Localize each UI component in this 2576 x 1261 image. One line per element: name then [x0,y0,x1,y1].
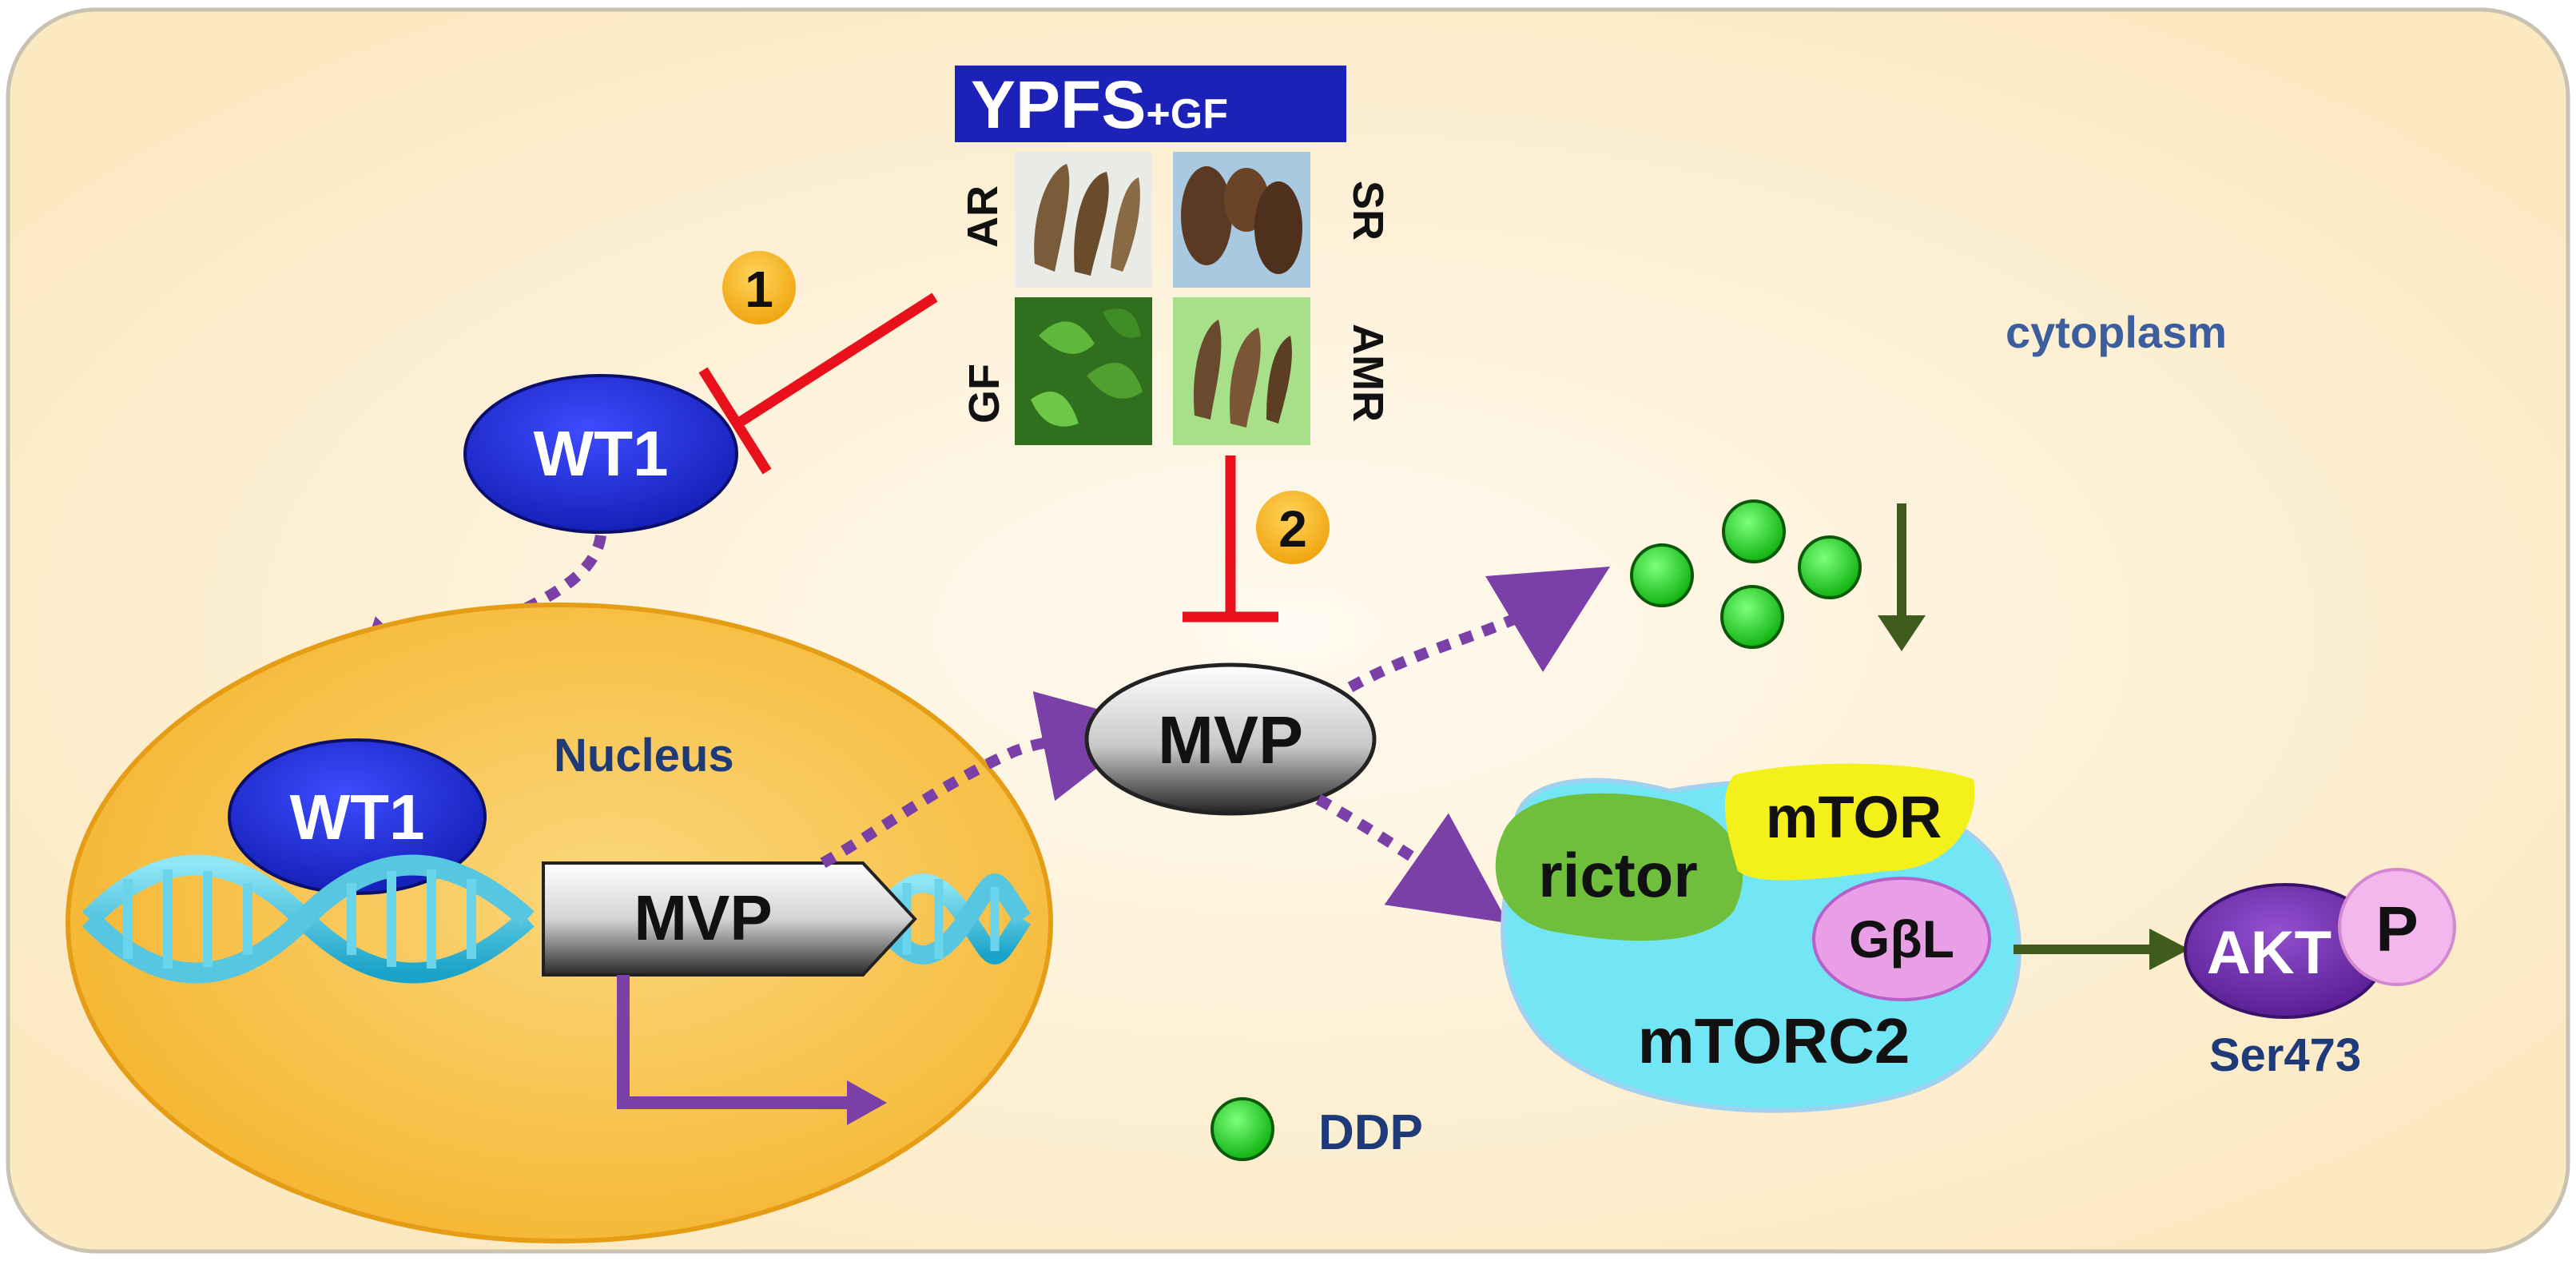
mtorc2-label: mTORC2 [1638,1005,1910,1076]
mtor-subunit [1724,763,1975,881]
phospho-group [2338,868,2456,986]
nucleus-label: Nucleus [554,730,734,782]
mtor-label: mTOR [1766,784,1942,850]
herb-label-sr: SR [1344,181,1392,241]
mvp-protein [1084,662,1377,816]
akt-label: AKT [2207,919,2332,987]
dna-helix [81,854,1031,984]
cytoplasm-label: cytoplasm [2006,307,2227,357]
ypfs-header-label: YPFS+GF [971,67,1228,142]
ypfs-header-box [955,66,1346,142]
step-label-2: 2 [1278,500,1307,558]
mvp-export-arrow [820,691,1154,869]
ddp-molecule [1722,499,1786,563]
legend-ddp-label: DDP [1318,1105,1423,1160]
step-badge-2 [1256,491,1330,564]
step-badge-1 [722,251,796,324]
inhibition-line-1 [738,292,938,426]
transcription-start-arrow [617,975,855,1109]
herb-image-amr [1173,297,1310,445]
mvp-protein-label: MVP [1158,702,1303,778]
herb-image-gf [1015,297,1152,445]
herb-image-ar [1015,152,1152,288]
ddp-molecule [1720,585,1784,649]
herb-label-gf: GF [960,364,1008,424]
wt1-label-nucleus: WT1 [290,782,425,853]
inhibition-bar-1 [698,367,772,475]
mvp-gene-block [542,861,917,977]
ser473-label: Ser473 [2209,1029,2361,1081]
wt1-protein-cytoplasm [463,374,738,534]
mvp-gene-label: MVP [634,882,772,953]
wt1-label-cytoplasm: WT1 [534,418,669,489]
ddp-molecule [1630,543,1694,607]
herb-label-amr: AMR [1344,324,1392,422]
phospho-label: P [2375,893,2418,965]
legend-ddp-dot [1210,1097,1274,1161]
ddp-molecule [1798,535,1862,599]
step-label-1: 1 [745,261,773,318]
rictor-subunit [1495,793,1743,941]
rictor-label: rictor [1538,840,1697,910]
herb-image-sr [1173,152,1310,288]
gbl-subunit [1812,877,1991,1001]
ddp-efflux-arrow [1347,567,1611,693]
herb-label-ar: AR [959,185,1007,248]
mtorc2-activation-arrow [1315,794,1509,924]
gbl-label: GβL [1849,909,1954,969]
